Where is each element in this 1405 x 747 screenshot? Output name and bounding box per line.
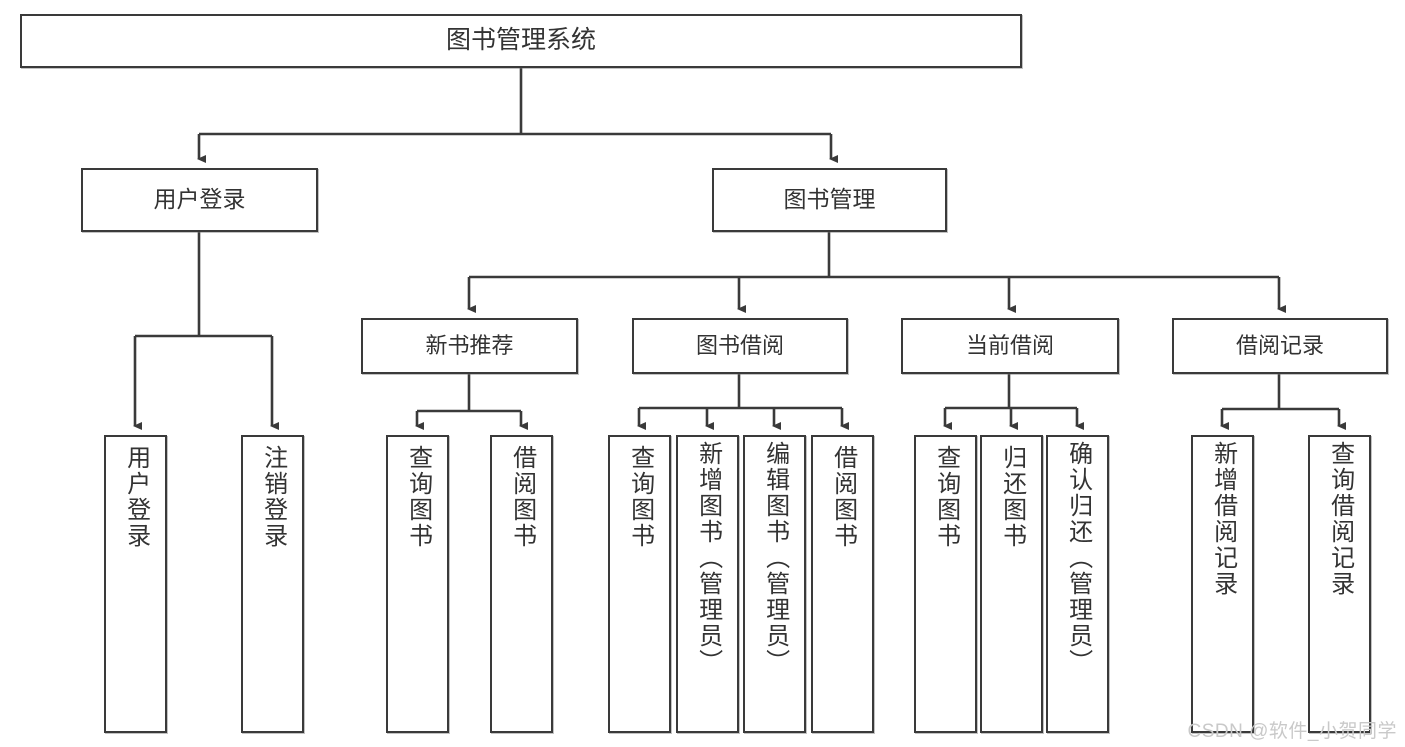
leaf-user-login-logout-label: 注销登录 [259, 445, 287, 549]
leaf-new-book-borrow[interactable]: 借阅图书 [490, 435, 553, 733]
leaf-new-book-query-label: 查询图书 [404, 445, 432, 549]
node-current-borrow-label: 当前借阅 [965, 333, 1054, 359]
leaf-user-login-login[interactable]: 用户登录 [104, 435, 167, 733]
node-current-borrow[interactable]: 当前借阅 [901, 318, 1119, 374]
leaf-book-borrow-add[interactable]: 新增图书（管理员） [676, 435, 739, 733]
node-book-borrow[interactable]: 图书借阅 [632, 318, 848, 374]
leaf-current-borrow-query-label: 查询图书 [932, 445, 960, 549]
leaf-book-borrow-edit[interactable]: 编辑图书（管理员） [743, 435, 806, 733]
node-borrow-record[interactable]: 借阅记录 [1172, 318, 1388, 374]
node-user-login[interactable]: 用户登录 [81, 168, 318, 232]
node-user-login-label: 用户登录 [153, 186, 246, 213]
leaf-borrow-record-query-label: 查询借阅记录 [1326, 441, 1354, 597]
leaf-current-borrow-query[interactable]: 查询图书 [914, 435, 977, 733]
leaf-book-borrow-add-label: 新增图书（管理员） [694, 441, 722, 675]
csdn-watermark: CSDN @软件_小贺同学 [1187, 721, 1397, 742]
node-borrow-record-label: 借阅记录 [1235, 333, 1324, 359]
node-new-book-recommend-label: 新书推荐 [425, 333, 514, 359]
node-book-management-label: 图书管理 [783, 186, 876, 213]
node-new-book-recommend[interactable]: 新书推荐 [361, 318, 578, 374]
leaf-new-book-query[interactable]: 查询图书 [386, 435, 449, 733]
leaf-book-borrow-query[interactable]: 查询图书 [608, 435, 671, 733]
leaf-book-borrow-borrow[interactable]: 借阅图书 [811, 435, 874, 733]
leaf-book-borrow-edit-label: 编辑图书（管理员） [761, 441, 789, 675]
leaf-book-borrow-query-label: 查询图书 [626, 445, 654, 549]
node-root-label: 图书管理系统 [445, 26, 596, 55]
leaf-current-borrow-return-label: 归还图书 [998, 445, 1026, 549]
leaf-user-login-logout[interactable]: 注销登录 [241, 435, 304, 733]
leaf-current-borrow-confirm-return[interactable]: 确认归还（管理员） [1046, 435, 1109, 733]
leaf-borrow-record-query[interactable]: 查询借阅记录 [1308, 435, 1371, 733]
leaf-borrow-record-add-label: 新增借阅记录 [1209, 441, 1237, 597]
leaf-current-borrow-confirm-return-label: 确认归还（管理员） [1064, 441, 1092, 675]
leaf-current-borrow-return[interactable]: 归还图书 [980, 435, 1043, 733]
leaf-borrow-record-add[interactable]: 新增借阅记录 [1191, 435, 1254, 733]
node-book-management[interactable]: 图书管理 [712, 168, 947, 232]
node-book-borrow-label: 图书借阅 [695, 333, 784, 359]
leaf-book-borrow-borrow-label: 借阅图书 [829, 445, 857, 549]
node-root[interactable]: 图书管理系统 [20, 14, 1022, 68]
leaf-user-login-login-label: 用户登录 [122, 445, 150, 549]
leaf-new-book-borrow-label: 借阅图书 [508, 445, 536, 549]
